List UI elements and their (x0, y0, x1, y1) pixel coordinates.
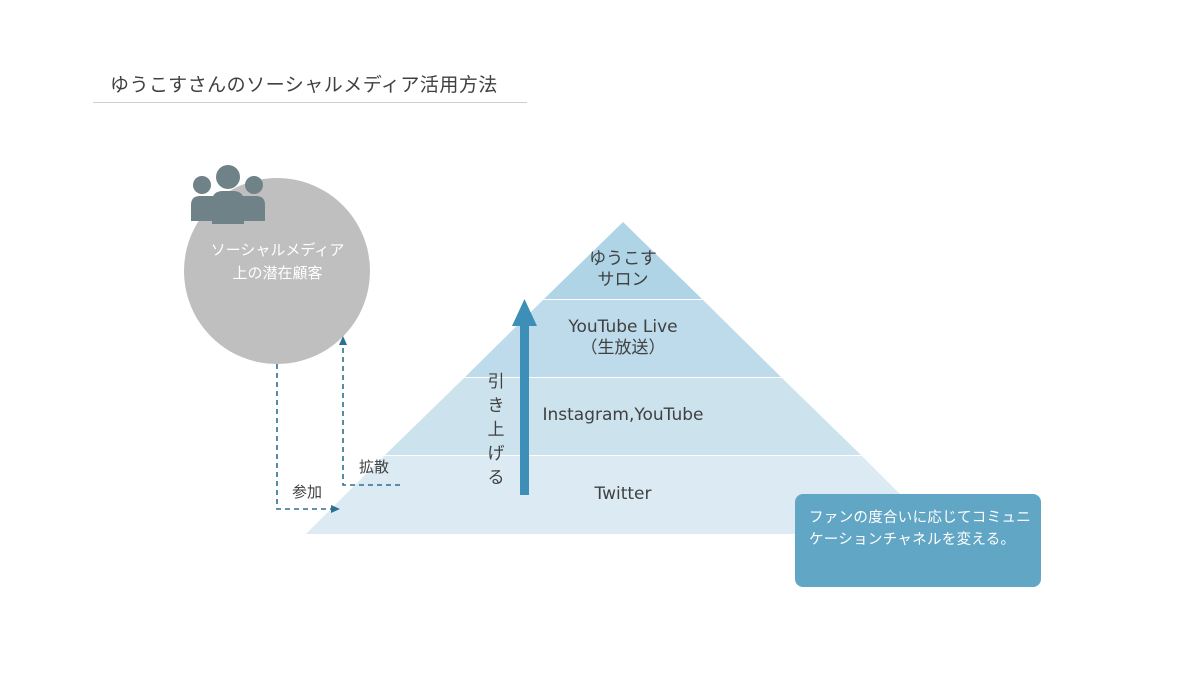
join-label: 参加 (292, 483, 323, 501)
audience-circle (184, 178, 370, 364)
tier-bottom-label: Twitter (473, 484, 773, 505)
tier-upper-line1: YouTube Live (568, 317, 678, 337)
page-title: ゆうこすさんのソーシャルメディア活用方法 (110, 74, 498, 96)
join-flow-arrowhead (331, 505, 340, 513)
pyramid-tier-top (544, 222, 702, 299)
spread-flow-arrowhead (339, 336, 347, 345)
tier-top-line2: サロン (597, 270, 649, 290)
spread-label: 拡散 (359, 458, 390, 476)
group-of-people-icon (191, 165, 265, 224)
lift-arrow-label: 引き上げる (487, 372, 505, 488)
note-callout: ファンの度合いに応じてコミュニケーションチャネルを変える。 (795, 494, 1041, 587)
pyramid-tier-upper (465, 300, 781, 377)
pyramid-tier-lower (385, 378, 861, 455)
tier-bottom-line1: Twitter (594, 484, 652, 504)
tier-upper-label: YouTube Live （生放送） (473, 317, 773, 359)
tier-lower-label: Instagram,YouTube (473, 405, 773, 426)
audience-label: ソーシャルメディア上の潜在顧客 (210, 241, 345, 282)
lift-arrow-shaft (520, 322, 529, 495)
tier-top-label: ゆうこす サロン (473, 249, 773, 291)
spread-flow-line (342, 344, 400, 486)
join-flow-line (276, 364, 332, 510)
tier-upper-line2: （生放送） (580, 338, 666, 358)
tier-lower-line1: Instagram,YouTube (542, 405, 704, 425)
lift-arrow-head (512, 299, 537, 326)
pyramid-tier-bottom (306, 456, 940, 534)
tier-top-line1: ゆうこす (589, 249, 657, 269)
title-underline (93, 102, 527, 103)
